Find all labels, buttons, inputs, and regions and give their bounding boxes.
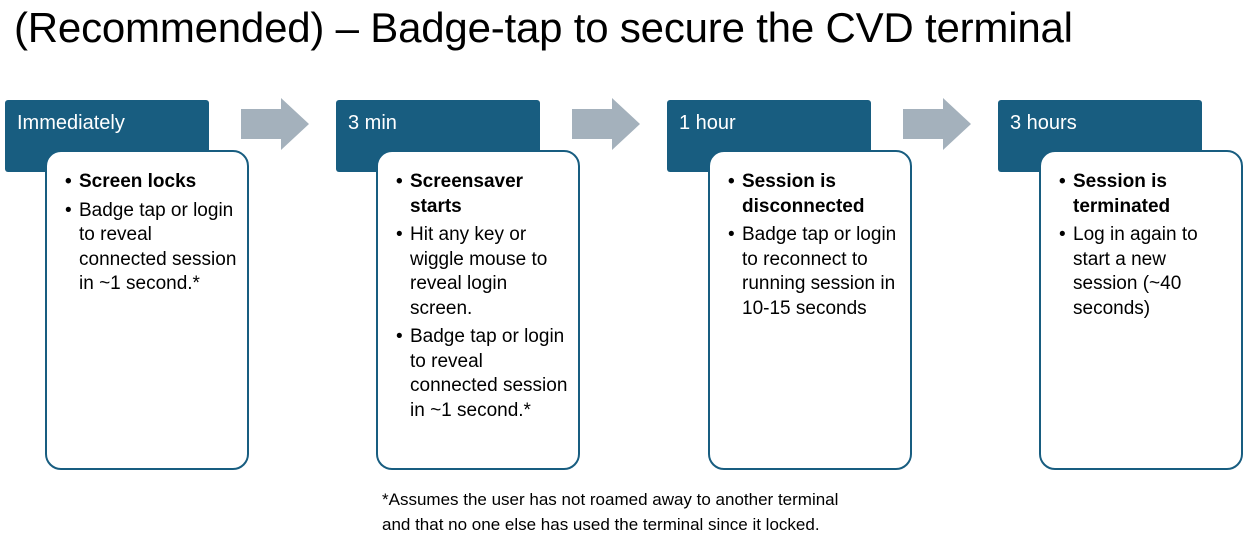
stage-bullet: Hit any key or wiggle mouse to reveal lo… — [396, 223, 570, 321]
right-arrow-icon — [241, 98, 309, 150]
stage-details-immediately: Screen locks Badge tap or login to revea… — [45, 150, 249, 470]
stage-bullet: Badge tap or login to reveal connected s… — [396, 325, 570, 423]
stage-bullet: Badge tap or login to reconnect to runni… — [728, 223, 902, 321]
right-arrow-icon — [903, 98, 971, 150]
stage-bullet: Badge tap or login to reveal connected s… — [65, 199, 239, 297]
stage-bullet-list: Session is disconnected Badge tap or log… — [728, 170, 902, 325]
stage-label: 3 hours — [1010, 112, 1077, 134]
stage-bullet-list: Screensaver starts Hit any key or wiggle… — [396, 170, 570, 427]
stage-bullet: Log in again to start a new session (~40… — [1059, 223, 1233, 321]
stage-bullet-headline: Session is disconnected — [728, 170, 902, 219]
footnote-line: and that no one else has used the termin… — [382, 515, 820, 534]
right-arrow-icon — [572, 98, 640, 150]
footnote: *Assumes the user has not roamed away to… — [382, 487, 838, 537]
stage-label: 1 hour — [679, 112, 736, 134]
stage-bullet-list: Screen locks Badge tap or login to revea… — [65, 170, 239, 301]
stage-bullet-headline: Screen locks — [65, 170, 239, 195]
footnote-line: *Assumes the user has not roamed away to… — [382, 490, 839, 509]
stage-bullet-headline: Session is terminated — [1059, 170, 1233, 219]
stage-details-1-hour: Session is disconnected Badge tap or log… — [708, 150, 912, 470]
stage-details-3-min: Screensaver starts Hit any key or wiggle… — [376, 150, 580, 470]
stage-bullet-list: Session is terminated Log in again to st… — [1059, 170, 1233, 325]
stage-bullet-headline: Screensaver starts — [396, 170, 570, 219]
stage-details-3-hours: Session is terminated Log in again to st… — [1039, 150, 1243, 470]
page-title: (Recommended) – Badge-tap to secure the … — [14, 4, 1073, 51]
stage-label: Immediately — [17, 112, 125, 134]
stage-label: 3 min — [348, 112, 397, 134]
